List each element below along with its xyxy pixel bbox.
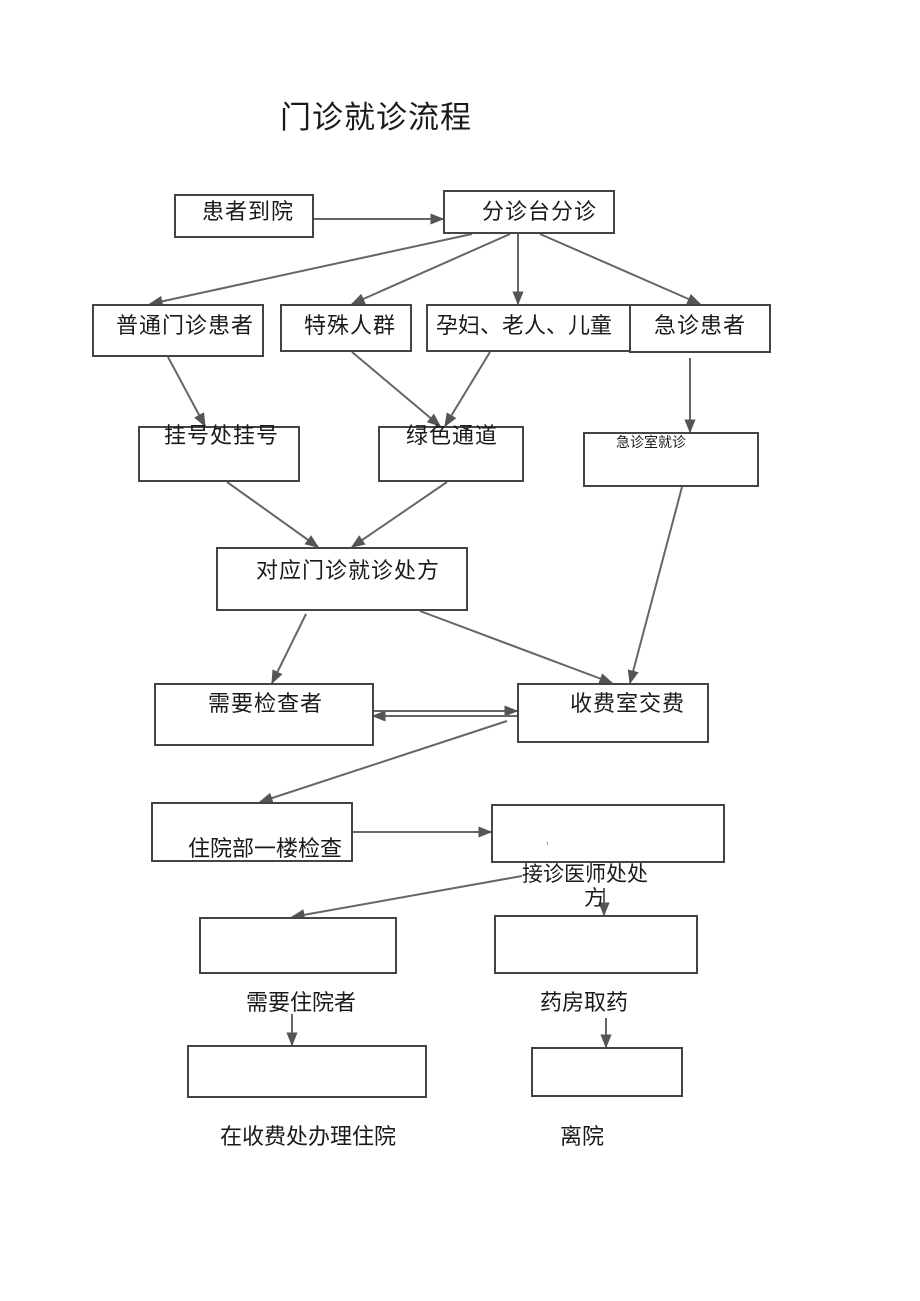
node-label-special: 特殊人群 (304, 314, 397, 339)
node-label-groups: 孕妇、老人、儿童 (436, 314, 613, 339)
node-box-er (583, 432, 759, 487)
node-label-triage: 分诊台分诊 (482, 200, 598, 225)
edge-clinic-exam (271, 613, 307, 685)
node-box-admit (187, 1045, 427, 1098)
node-label-er: 急诊室就诊 (616, 435, 686, 451)
node-label-pharmacy: 药房取药 (540, 991, 629, 1016)
node-box-triage (443, 190, 615, 234)
node-box-examfloor (151, 802, 353, 862)
decorative-mark: ˌ (546, 836, 549, 846)
node-box-pharmacy (494, 915, 698, 974)
node-label-general: 普通门诊患者 (116, 314, 255, 339)
node-label-examfloor: 住院部一楼检查 (188, 837, 343, 862)
edge-green-clinic (350, 481, 448, 548)
edge-cashier-examfloor (258, 720, 508, 804)
node-label-doctor-line1: 接诊医师处处 (522, 862, 648, 886)
node-box-green (378, 426, 524, 482)
node-box-needadmit (199, 917, 397, 974)
edge-register-clinic (226, 481, 320, 548)
node-label-arrive: 患者到院 (202, 200, 295, 225)
node-box-special (280, 304, 412, 352)
node-label-green: 绿色通道 (406, 424, 499, 449)
node-label-clinic: 对应门诊就诊处方 (256, 559, 441, 584)
node-box-leave (531, 1047, 683, 1097)
edge-triage-special (350, 233, 511, 305)
node-box-doctor (491, 804, 725, 863)
node-label-cashier: 收费室交费 (570, 692, 686, 717)
node-label-leave: 离院 (560, 1125, 605, 1150)
edge-general-register (167, 356, 206, 428)
page-title: 门诊就诊流程 (280, 100, 472, 136)
edge-triage-emergency (539, 233, 702, 305)
node-label-emergency: 急诊患者 (654, 314, 747, 339)
node-box-clinic (216, 547, 468, 611)
edge-groups-green (444, 351, 491, 428)
edge-triage-general (148, 233, 473, 307)
edge-doctor-admitneeded (290, 875, 523, 921)
node-label-doctor-line2: 方 (584, 886, 606, 910)
node-box-register (138, 426, 300, 482)
node-box-exam (154, 683, 374, 746)
node-label-needadmit: 需要住院者 (246, 991, 357, 1016)
node-box-arrive (174, 194, 314, 238)
node-label-register: 挂号处挂号 (164, 424, 280, 449)
node-box-cashier (517, 683, 709, 743)
node-label-exam: 需要检查者 (208, 692, 324, 717)
node-box-emergency (629, 304, 771, 353)
edge-er-cashier (627, 486, 683, 685)
node-box-general (92, 304, 264, 357)
edge-clinic-cashier (419, 610, 614, 684)
edge-special-green (351, 351, 442, 427)
node-label-admit: 在收费处办理住院 (220, 1125, 397, 1150)
